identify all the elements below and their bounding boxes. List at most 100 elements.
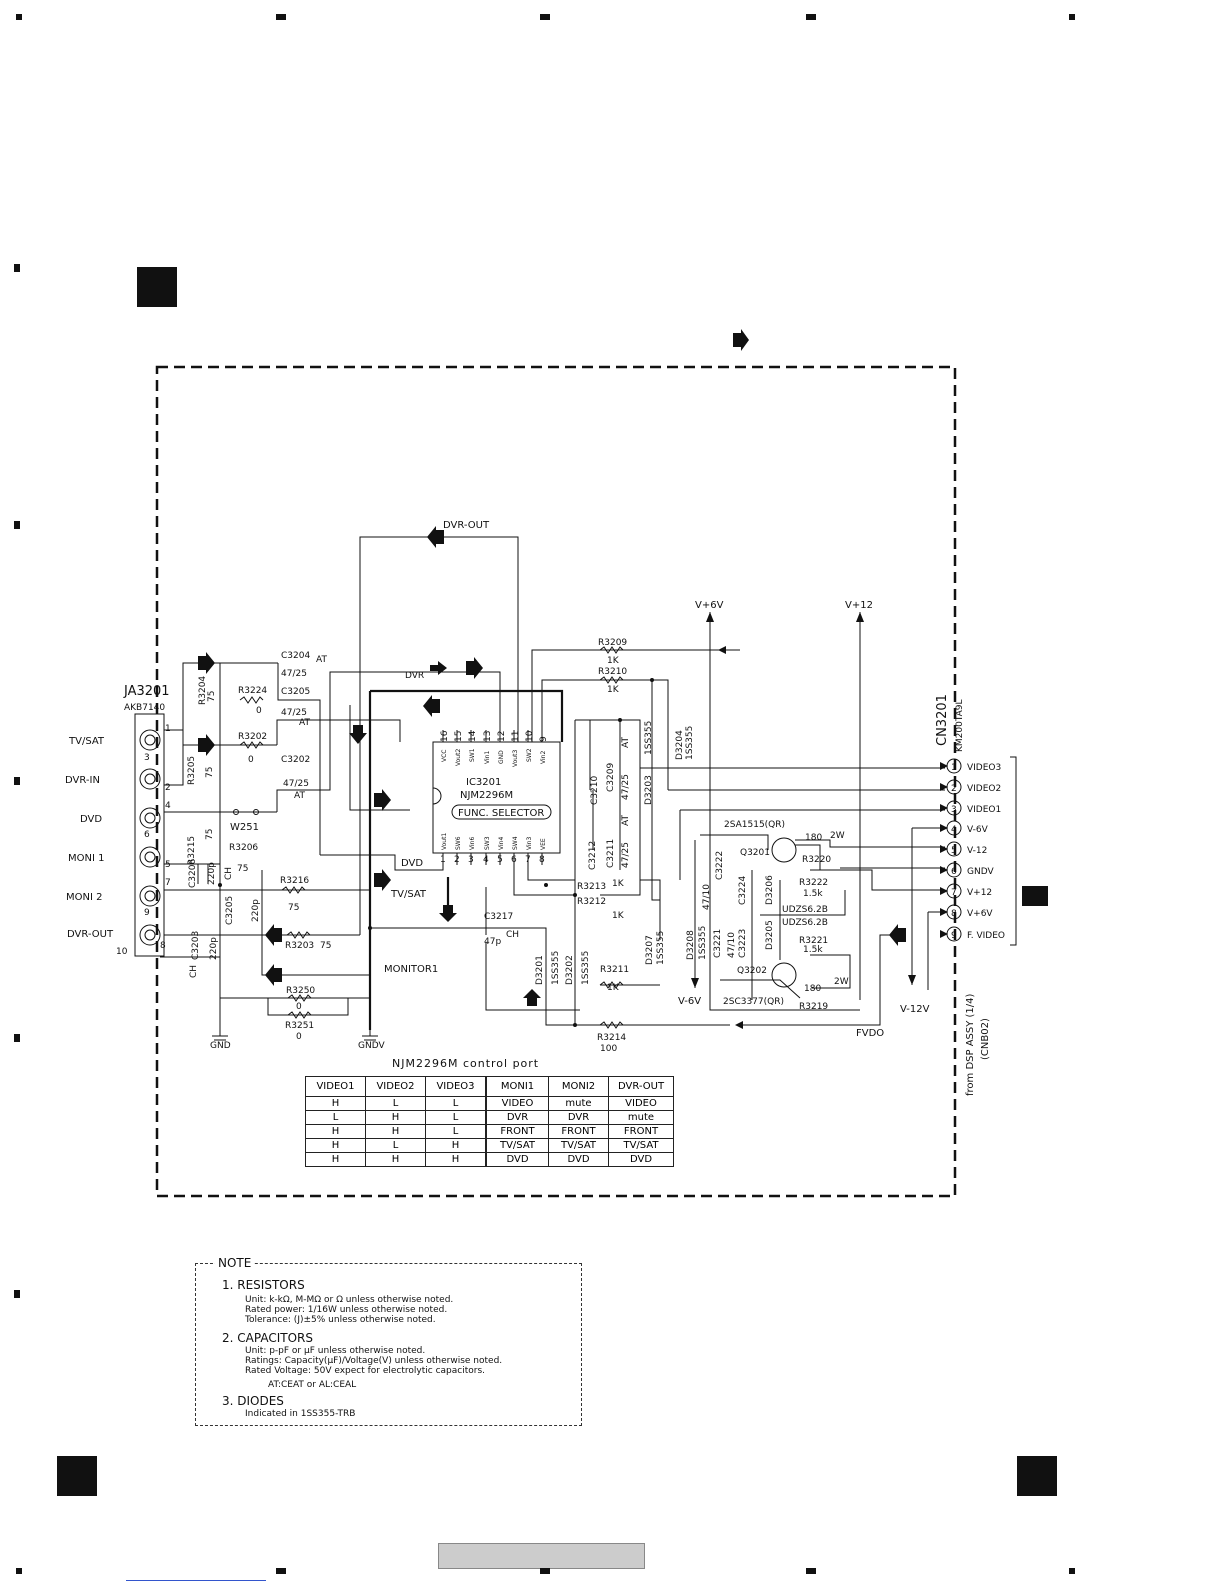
r3221-val: 1.5k [803,945,823,955]
table-cell: H [305,1096,366,1111]
ic-pin-7: 7 [525,855,531,865]
control-table-header: VIDEO3 [425,1076,487,1097]
r3212-ref: R3212 [577,897,606,907]
r3216-val: 75 [288,903,299,913]
r3220-val: 180 [805,833,822,843]
d3203-ref: D3203 [644,775,654,805]
table-cell: L [425,1110,487,1125]
c3202-at: AT [294,791,305,801]
ic-bot-label-vin6: Vin6 [469,837,476,850]
r3219-power: 2W [834,977,849,987]
cn-sig-video3: VIDEO3 [967,763,1001,773]
table-cell: H [305,1124,366,1139]
control-table-header: DVR-OUT [608,1076,674,1097]
r3202-ref: R3202 [238,732,267,742]
c3205b-val: 220p [251,899,261,922]
table-cell: VIDEO [485,1096,549,1111]
jack-label-moni-2: MONI 2 [66,892,102,903]
c3210-ref: C3210 [590,776,600,805]
c3204-val: 47/25 [281,669,307,679]
table-cell: L [305,1110,366,1125]
footer-link-line[interactable] [126,1580,266,1581]
r3203-ref: R3203 [285,941,314,951]
sig-tv-sat: TV/SAT [390,889,427,900]
note-box [195,1263,582,1426]
cn3201-from: from DSP ASSY (1/4) [965,993,976,1096]
c3217-val: 47p [484,937,501,947]
signal-arrows [198,526,906,1006]
table-cell: L [425,1096,487,1111]
r3222-val: 1.5k [803,889,823,899]
r3205-val: 75 [205,767,215,778]
jack-pin-1: 1 [165,724,171,734]
d3202-part: 1SS355 [581,951,591,985]
jack-pin-10: 10 [116,947,128,957]
ic-top-label-sw1: SW1 [469,748,476,762]
cn-pin-7: 7 [951,888,957,898]
jack-label-dvr-in: DVR-IN [65,775,100,786]
signal-labels: DVR-OUT DVR DVD TV/SAT MONITOR1 V+6V V+1… [384,520,930,1039]
ic-top-label-vcc: VCC [441,750,448,762]
cn-sig-gndv: GNDV [967,867,994,877]
ic-pin-6: 6 [511,855,517,865]
r3209-ref: R3209 [598,638,627,648]
ic-pin-2: 2 [454,855,460,865]
r3213-ref: R3213 [577,882,606,892]
ic-bot-label-vin4: Vin4 [498,837,505,850]
ic-top-label-vin1: Vin1 [484,751,491,764]
ic-top-label-vin2: Vin2 [540,751,547,764]
r3202-val: 0 [248,755,254,765]
c3221-val: 47/10 [727,932,737,958]
r3210-ref: R3210 [598,667,627,677]
ic-bot-label-sw6: SW6 [455,836,462,850]
d3208-part: 1SS355 [698,926,708,960]
cn-pin-6: 6 [951,867,957,877]
table-cell: L [365,1096,426,1111]
c3212-ref: C3212 [588,841,598,870]
board-outline [155,365,957,1198]
right-wiring [218,612,945,1029]
note-line: Rated Voltage: 50V expect for electrolyt… [245,1366,486,1376]
ja3201-ref: JA3201 [123,684,170,699]
corner-block-bottom-right [1017,1456,1057,1496]
d3203-part: 1SS355 [644,721,654,755]
d3205-part: UDZS6.2B [782,918,828,928]
table-cell: FRONT [548,1124,609,1139]
c3211-ref: C3211 [606,839,616,868]
cn3201-part: KM200TA9L [955,699,965,752]
control-table-title: NJM2296M control port [392,1057,540,1070]
gndv-label: GNDV [358,1041,385,1051]
jack-pin-5: 5 [165,860,171,870]
table-cell: L [365,1138,426,1153]
c3203-val: 220p [209,937,219,960]
r3251-val: 0 [296,1032,302,1042]
ic-ref: IC3201 [466,777,501,788]
table-cell: DVD [548,1152,609,1167]
registration-marks [14,14,1075,1574]
r3214-val: 100 [600,1044,617,1054]
cn-pin-5: 5 [951,846,957,856]
c3204-at: AT [316,655,327,665]
table-cell: DVD [608,1152,674,1167]
ic-function: FUNC. SELECTOR [458,808,544,819]
r3251-ref: R3251 [285,1021,314,1031]
r3206-ref: R3206 [229,843,258,853]
r3205-ref: R3205 [187,756,197,785]
control-table-header: MONI1 [485,1076,549,1097]
cn3201-from-sub: (CNB02) [980,1018,991,1060]
r3213-val: 1K [612,879,625,889]
d3207-ref: D3207 [645,935,655,965]
c3206-ch: CH [224,867,234,880]
jack-label-tv-sat: TV/SAT [68,736,105,747]
ic-part: NJM2296M [460,790,513,801]
ic-top-label-sw2: SW2 [526,748,533,762]
note-section-resistors: 1. RESISTORS [222,1278,305,1292]
sig-v-plus-12: V+12 [845,600,873,611]
r3215-val: 75 [205,829,215,840]
control-port-table: VIDEO1 VIDEO2 VIDEO3 MONI1 MONI2 DVR-OUT… [305,1076,674,1167]
ic-pin-12: 12 [497,731,507,742]
note-line: Indicated in 1SS355-TRB [245,1409,356,1419]
